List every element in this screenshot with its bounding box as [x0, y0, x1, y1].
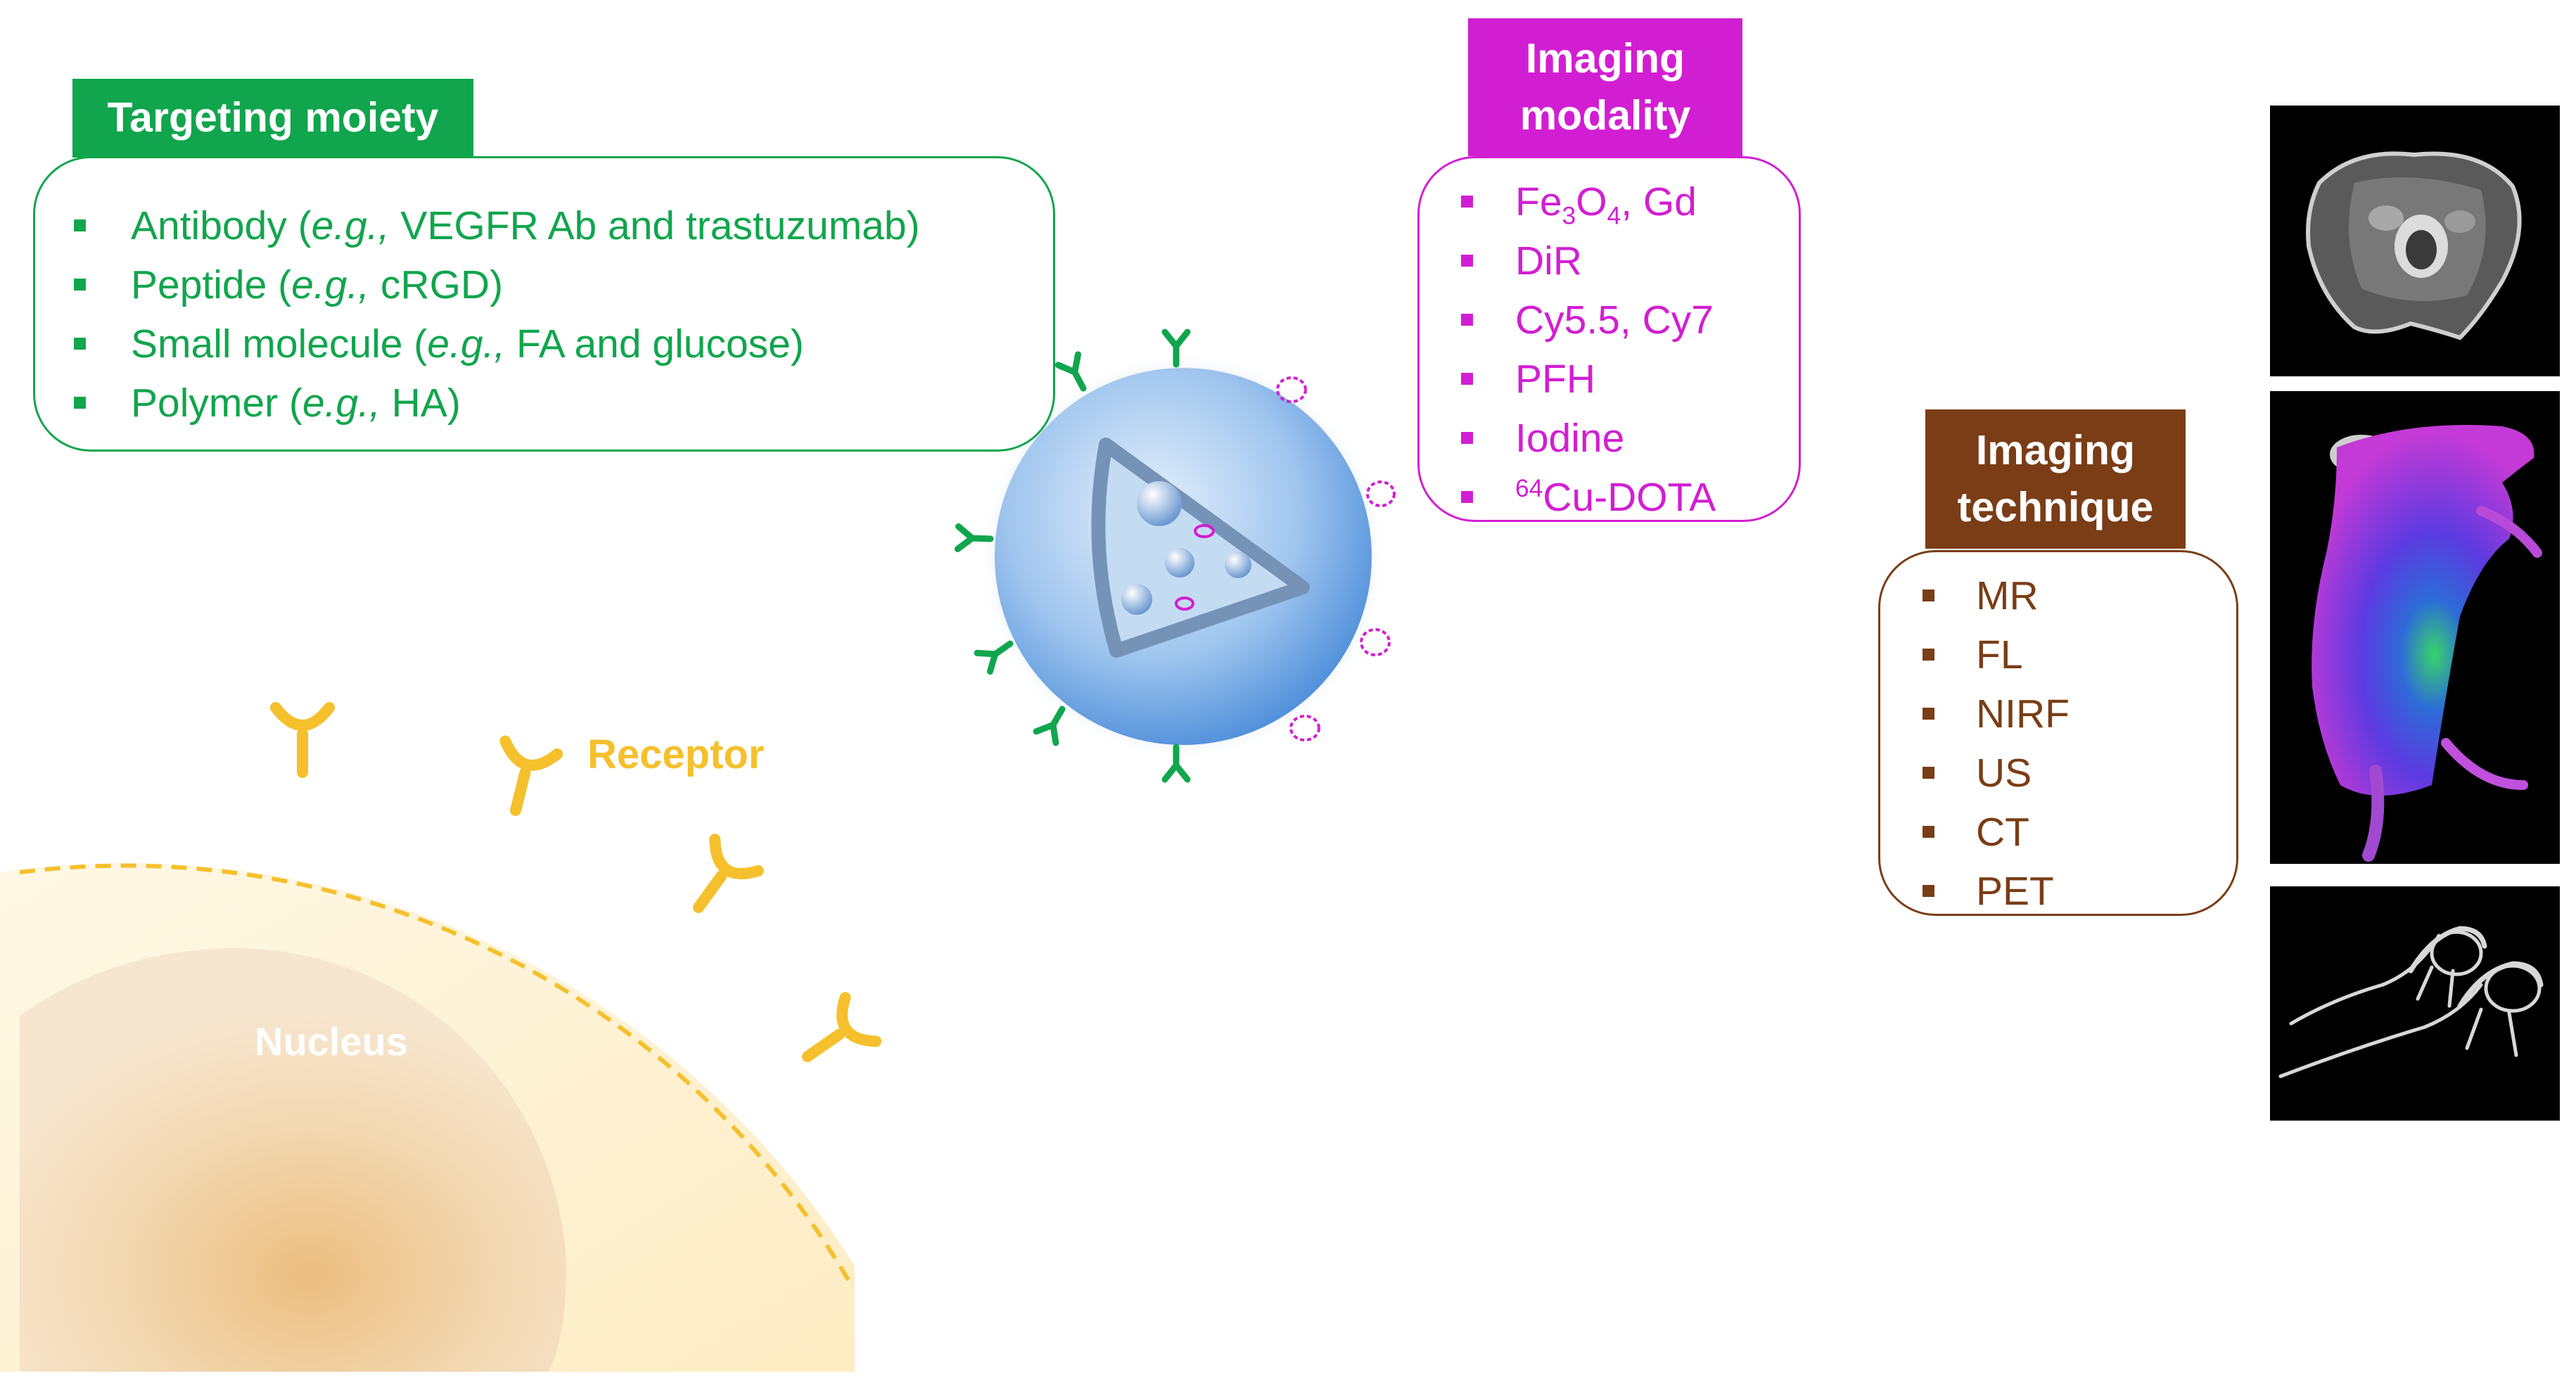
- bullet-icon: [1461, 373, 1473, 385]
- receptor-icon: [802, 992, 882, 1062]
- cargo-dot: [1137, 481, 1182, 526]
- imaging-agent-icon: [1194, 524, 1215, 538]
- ct-skeleton-image: [2270, 886, 2560, 1121]
- antibody-icon: [1033, 706, 1066, 746]
- imaging-agent-icon: [1360, 628, 1391, 656]
- bullet-icon: [1461, 255, 1473, 267]
- imaging-technique-title: Imaging technique: [1925, 409, 2186, 549]
- bullet-icon: [1923, 826, 1934, 838]
- list-item: Antibody (e.g., VEGFR Ab and trastuzumab…: [35, 196, 1053, 255]
- mr-scan-image: [2270, 106, 2560, 376]
- targeting-moiety-title: Targeting moiety: [72, 79, 473, 158]
- list-item: Iodine: [1420, 409, 1799, 468]
- nucleus-label: Nucleus: [255, 1019, 408, 1064]
- imaging-agent-icon: [1289, 715, 1320, 741]
- targeting-moiety-list: Antibody (e.g., VEGFR Ab and trastuzumab…: [35, 196, 1053, 433]
- imaging-modality-list: Fe3O4, Gd DiR Cy5.5, Cy7 PFH Iodine 64Cu…: [1420, 172, 1799, 527]
- cell: [0, 862, 855, 1372]
- list-item: 64Cu-DOTA: [1420, 468, 1799, 527]
- imaging-agent-icon: [1175, 597, 1194, 611]
- bullet-icon: [1461, 196, 1473, 208]
- imaging-technique-list: MR FL NIRF US CT PET: [1880, 566, 2236, 921]
- imaging-modality-title: Imaging modality: [1468, 18, 1742, 156]
- bullet-icon: [1923, 708, 1934, 720]
- list-item: Peptide (e.g., cRGD): [35, 255, 1053, 314]
- nucleus: [20, 948, 566, 1372]
- receptor-icon: [270, 702, 335, 778]
- list-item: CT: [1880, 803, 2236, 862]
- receptor-icon: [499, 735, 563, 816]
- antibody-icon: [954, 523, 994, 552]
- bullet-icon: [1923, 589, 1934, 601]
- bullet-icon: [74, 397, 86, 409]
- nanoparticle: [979, 352, 1387, 760]
- cell-membrane: [19, 863, 855, 1289]
- imaging-technique-box: MR FL NIRF US CT PET: [1878, 550, 2238, 916]
- cargo-dot: [1121, 584, 1152, 615]
- receptor-label: Receptor: [587, 732, 764, 777]
- bullet-icon: [74, 219, 86, 231]
- bullet-icon: [1923, 885, 1934, 897]
- antibody-icon: [1054, 351, 1087, 392]
- antibody-icon: [1161, 329, 1191, 368]
- bullet-icon: [1461, 491, 1473, 503]
- imaging-modality-box: Fe3O4, Gd DiR Cy5.5, Cy7 PFH Iodine 64Cu…: [1417, 156, 1801, 522]
- bullet-icon: [1461, 314, 1473, 326]
- bullet-icon: [1923, 767, 1934, 779]
- imaging-agent-icon: [1366, 480, 1396, 507]
- targeting-moiety-box: Antibody (e.g., VEGFR Ab and trastuzumab…: [33, 156, 1055, 452]
- antibody-icon: [1161, 744, 1191, 783]
- list-item: Small molecule (e.g., FA and glucose): [35, 314, 1053, 374]
- surface-imaging-agents: [1276, 376, 1396, 741]
- fluorescence-mouse-image: [2270, 391, 2560, 864]
- bullet-icon: [74, 279, 86, 291]
- bullet-icon: [1461, 432, 1473, 444]
- list-item: Cy5.5, Cy7: [1420, 291, 1799, 350]
- imaging-agent-icon: [1276, 376, 1307, 403]
- list-item: PFH: [1420, 350, 1799, 409]
- receptor-icon: [693, 834, 764, 913]
- cargo-dot: [1225, 552, 1251, 578]
- list-item: Polymer (e.g., HA): [35, 374, 1053, 433]
- list-item: PET: [1880, 862, 2236, 921]
- receptors: [270, 702, 882, 1062]
- antibody-icon: [974, 640, 1014, 675]
- list-item: MR: [1880, 566, 2236, 625]
- list-item: DiR: [1420, 231, 1799, 291]
- cargo-dot: [1165, 548, 1194, 578]
- list-item: FL: [1880, 625, 2236, 684]
- list-item: NIRF: [1880, 684, 2236, 744]
- list-item: US: [1880, 744, 2236, 803]
- bullet-icon: [1923, 649, 1934, 661]
- bullet-icon: [74, 338, 86, 350]
- list-item: Fe3O4, Gd: [1420, 172, 1799, 231]
